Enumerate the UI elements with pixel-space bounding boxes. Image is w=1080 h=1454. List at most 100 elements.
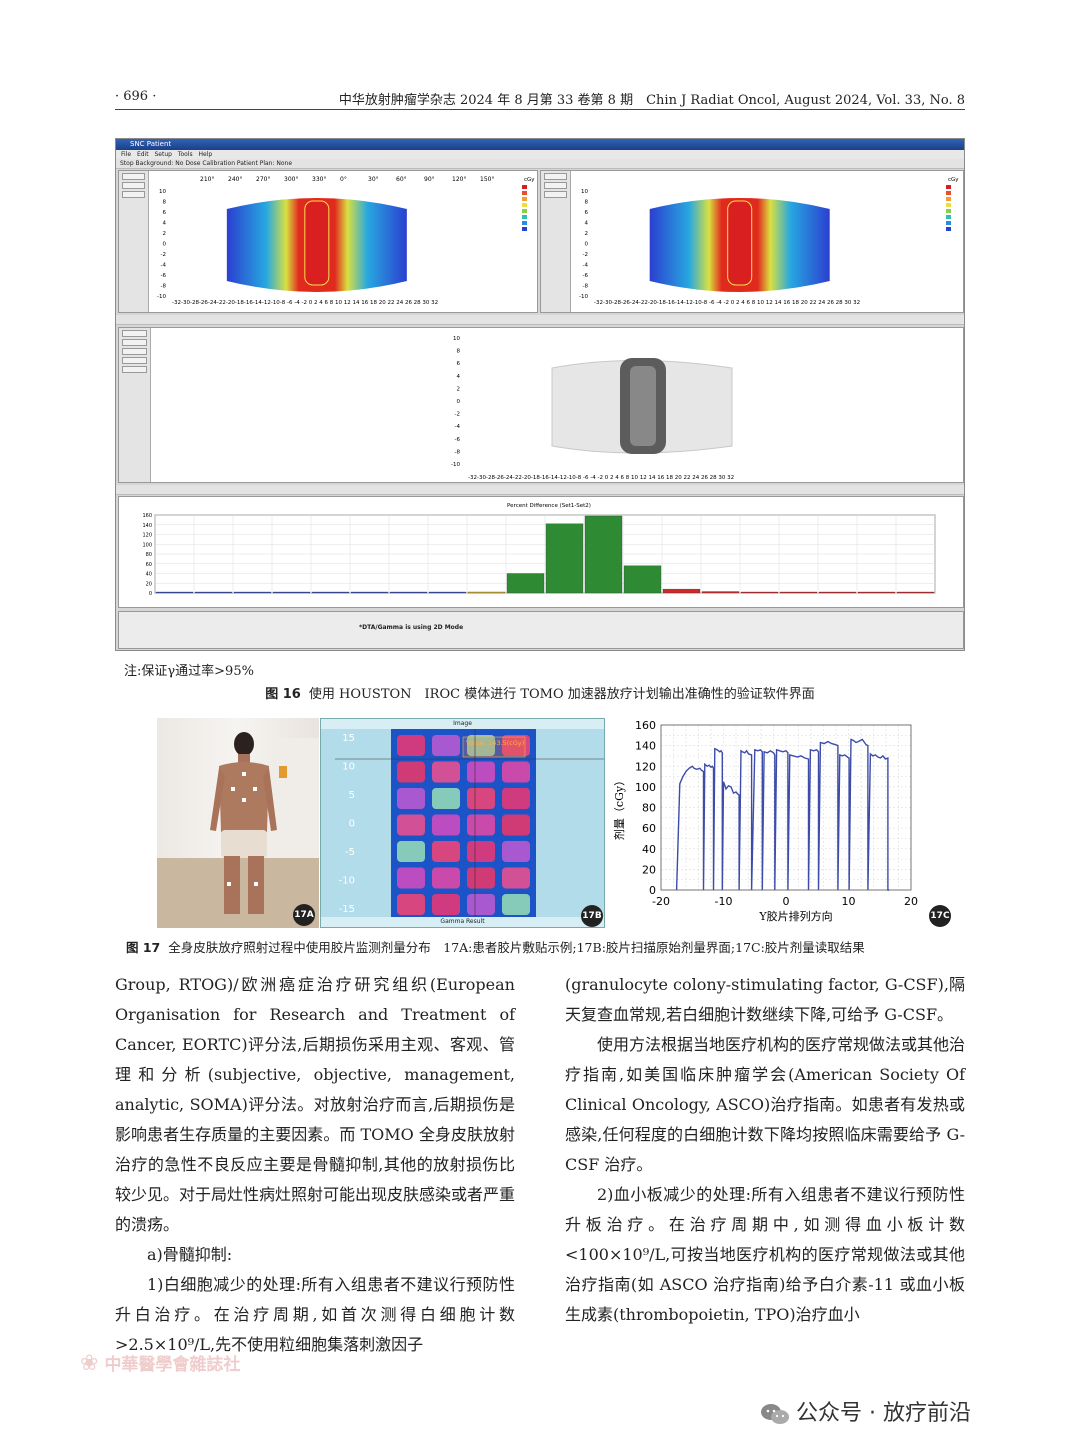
calc-shift-button[interactable] xyxy=(122,366,147,373)
histogram-title: Percent Difference (Set1-Set2) xyxy=(507,503,591,509)
threshold-field[interactable] xyxy=(122,357,147,364)
film-piece xyxy=(397,788,425,809)
scan-y-tick: 0 xyxy=(349,819,355,830)
histogram-y-tick: 0 xyxy=(149,591,152,597)
y-tick-label: -2 xyxy=(455,412,460,418)
y-tick-label: 80 xyxy=(642,802,656,815)
publisher-logo: ❀中華醫學會雜誌社 xyxy=(80,1351,241,1376)
legend-swatch xyxy=(522,185,527,189)
x-tick-label: -20 xyxy=(652,895,670,908)
y-tick-label: -6 xyxy=(583,273,589,279)
film-piece xyxy=(432,867,460,889)
body-column-left: Group, RTOG)/欧洲癌症治疗研究组织(European Organis… xyxy=(115,970,515,1360)
cax-offset-button[interactable] xyxy=(122,182,145,189)
y-tick-label: 6 xyxy=(457,361,461,367)
histogram-bar xyxy=(350,591,389,594)
scan-y-tick: -5 xyxy=(345,847,355,858)
y-tick-label: 4 xyxy=(163,221,167,227)
scan-footer: Gamma Result xyxy=(321,917,604,927)
film-piece xyxy=(432,761,460,783)
histogram-bar xyxy=(272,591,311,594)
chart-button-analysis[interactable] xyxy=(122,330,147,337)
film-piece xyxy=(397,894,425,915)
y-tick-label: -6 xyxy=(455,437,461,443)
y-tick-label: 0 xyxy=(163,242,167,248)
y-tick-label: 140 xyxy=(635,740,656,753)
x-tick-labels: -32-30-28-26-24-22-20-18-16-14-12-10-8 -… xyxy=(172,300,438,306)
angle-label: 120° xyxy=(452,176,466,183)
film-piece xyxy=(397,735,425,756)
dose-series-line xyxy=(675,738,890,891)
y-tick-label: -4 xyxy=(455,424,461,430)
panel-left-sidebar xyxy=(119,171,149,312)
y-tick-label: 2 xyxy=(163,231,167,237)
film-piece xyxy=(467,894,495,915)
angle-label: 270° xyxy=(256,176,270,183)
figure-17-label: 图 17 xyxy=(126,940,161,955)
badge-17c: 17C xyxy=(929,905,951,927)
legend-swatch xyxy=(946,185,951,189)
dose-statistics-table: *DTA/Gamma is using 2D Mode xyxy=(118,611,964,649)
y-tick-label: -4 xyxy=(161,263,167,269)
publisher-emblem-icon: ❀ xyxy=(80,1351,99,1376)
y-tick-label: 6 xyxy=(163,210,167,216)
angle-label: 300° xyxy=(284,176,298,183)
y-tick-label: 10 xyxy=(159,189,166,195)
y-tick-label: 0 xyxy=(457,399,461,405)
y-tick-label: 4 xyxy=(457,374,461,380)
histogram-bar xyxy=(701,591,740,594)
y-tick-label: -2 xyxy=(583,252,588,258)
scan-y-tick: 15 xyxy=(342,733,355,744)
dose-map-left: 210°240°270°300°330°0°30°60°90°120°150°1… xyxy=(157,176,535,306)
x-tick-label: 0 xyxy=(783,895,790,908)
film-piece xyxy=(502,788,530,809)
legend-swatch xyxy=(522,227,527,231)
running-header: · 696 · 中华放射肿瘤学杂志 2024 年 8 月第 33 卷第 8 期 … xyxy=(115,86,965,110)
film-piece xyxy=(397,814,425,836)
histogram-bar xyxy=(818,591,857,594)
y-tick-label: -4 xyxy=(583,263,589,269)
film-piece xyxy=(397,761,425,783)
legend-swatch xyxy=(946,191,951,195)
toolbar-lower[interactable] xyxy=(116,485,964,495)
y-tick-label: 100 xyxy=(635,781,656,794)
histogram-bar xyxy=(545,523,584,594)
x-axis-label: Y胶片排列方向 xyxy=(758,909,832,923)
chart-button[interactable] xyxy=(122,173,145,180)
histogram-bar xyxy=(506,573,545,594)
histogram-y-tick: 80 xyxy=(146,552,152,558)
figure-17a-patient-photo: 17A xyxy=(157,718,319,928)
legend-swatch xyxy=(946,203,951,207)
menu-bar[interactable]: File Edit Setup Tools Help xyxy=(116,150,964,159)
y-tick-label: 160 xyxy=(635,719,656,732)
scan-title: Image xyxy=(321,719,604,729)
analysis-compare-button[interactable] xyxy=(122,339,147,346)
chart-button-right[interactable] xyxy=(544,173,567,180)
x-tick-labels: -32-30-28-26-24-22-20-18-16-14-12-10-8 -… xyxy=(594,300,860,306)
film-piece xyxy=(432,735,460,756)
edit-button[interactable] xyxy=(122,191,145,198)
legend-swatch xyxy=(946,227,951,231)
angle-label: 60° xyxy=(396,176,407,183)
rotation-button[interactable] xyxy=(544,182,567,189)
legend-swatch xyxy=(946,215,951,219)
angle-label: 330° xyxy=(312,176,326,183)
legend-swatch xyxy=(946,221,951,225)
x-tick-label: 20 xyxy=(904,895,918,908)
wechat-watermark: 公众号 · 放疗前沿 xyxy=(760,1395,971,1427)
angle-label: 210° xyxy=(200,176,214,183)
paragraph: 使用方法根据当地医疗机构的医疗常规做法或其他治疗指南,如美国临床肿瘤学会(Ame… xyxy=(565,1035,966,1174)
y-tick-label: -10 xyxy=(579,294,588,300)
toolbar-middle[interactable] xyxy=(116,315,964,325)
histogram-bar xyxy=(155,591,194,594)
dta-button[interactable] xyxy=(122,348,147,355)
paragraph: 1)白细胞减少的处理:所有入组患者不建议行预防性升白治疗。在治疗周期,如首次测得… xyxy=(115,1275,515,1354)
film-piece xyxy=(502,894,530,915)
toolbar-top[interactable]: Stop Background: No Dose Calibration Pat… xyxy=(116,159,964,169)
edit-button-right[interactable] xyxy=(544,191,567,198)
figure-16-note: 注:保证γ通过率>95% xyxy=(124,664,254,679)
histogram-bar xyxy=(584,515,623,594)
journal-citation: 中华放射肿瘤学杂志 2024 年 8 月第 33 卷第 8 期 Chin J R… xyxy=(338,93,965,108)
